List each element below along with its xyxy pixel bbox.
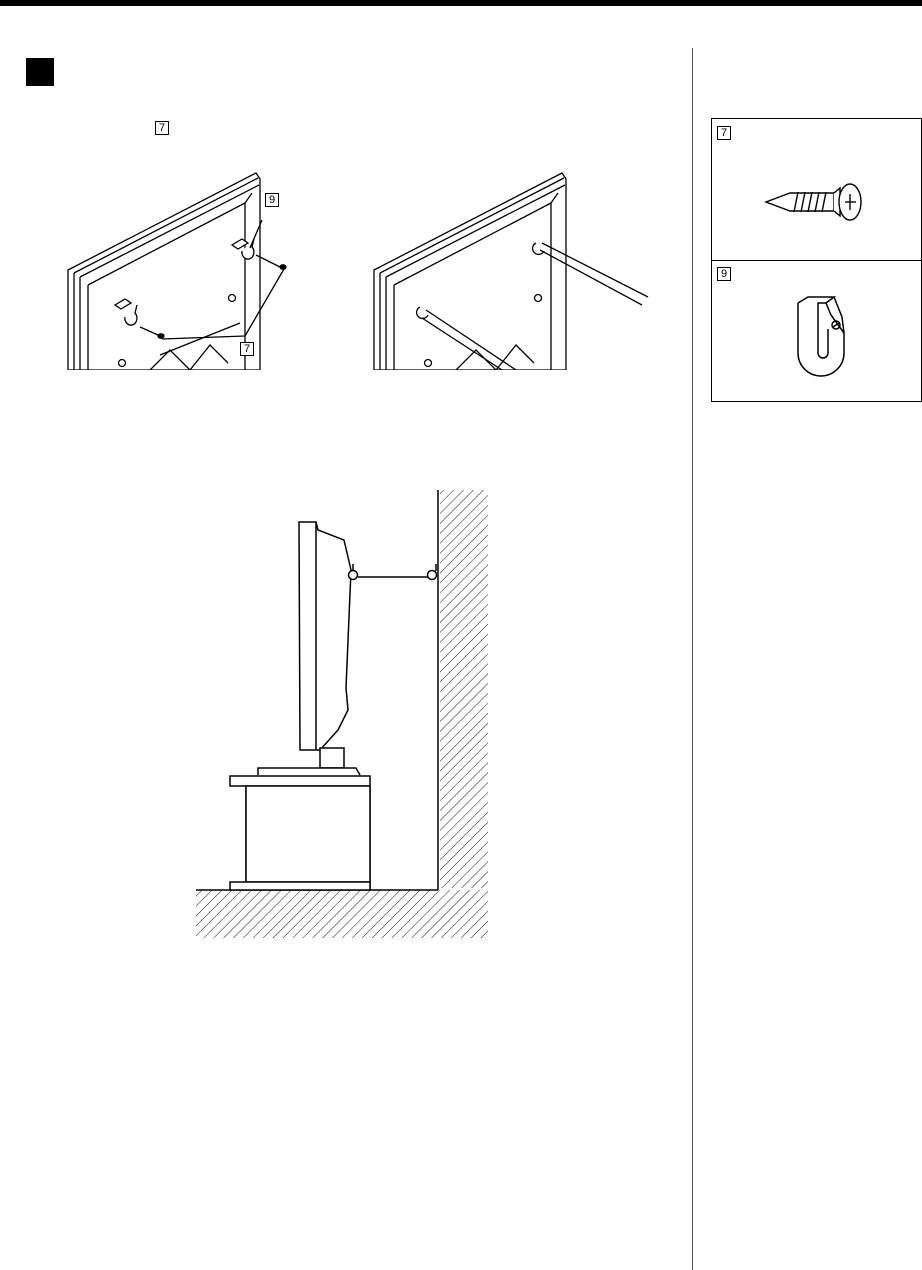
clamp-callout: 9 (265, 193, 279, 207)
cable-clamp-icon (786, 295, 856, 385)
tv-rear-cord-attachment-illustration (366, 165, 656, 370)
part-label-screw: 7 (717, 126, 731, 140)
screw-callout: 7 (240, 342, 254, 356)
screw-icon (760, 177, 870, 227)
parts-divider (712, 260, 921, 261)
top-rule (0, 0, 922, 6)
sidebar-divider (692, 48, 693, 1270)
side-view-wall-tie-illustration (196, 490, 492, 942)
inline-part-ref: 7 (155, 121, 169, 135)
part-label-clamp: 9 (717, 267, 731, 281)
tv-rear-clamp-attachment-illustration (60, 165, 320, 370)
step-marker (26, 58, 54, 86)
parts-panel: 7 9 (711, 118, 922, 402)
